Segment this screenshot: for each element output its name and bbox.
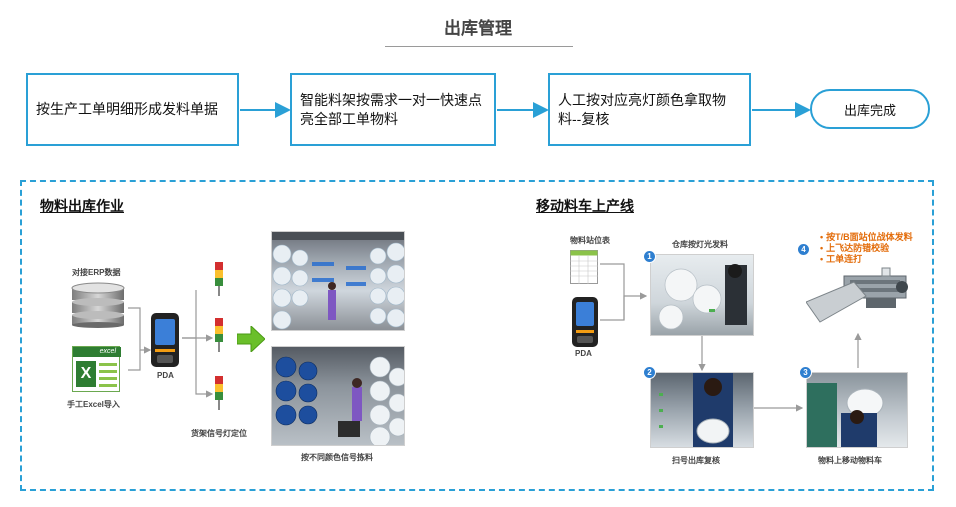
feeder-machine-icon: [806, 267, 908, 323]
station-label: 物料站位表: [570, 236, 610, 245]
step-badge-1: 1: [643, 250, 656, 263]
flow-step-complete: 出库完成: [810, 89, 930, 129]
source-connectors: [128, 290, 214, 398]
annotation-item: 工单连打: [820, 254, 913, 265]
photo-scan-check: [650, 372, 754, 448]
section-title-outbound: 物料出库作业: [40, 198, 124, 214]
pda-device-icon-right: [572, 297, 598, 347]
photo-cart-loading: [806, 372, 908, 448]
signal-tower-icons: [215, 262, 223, 410]
step3-label: 物料上移动物料车: [818, 456, 882, 465]
right-connectors: [600, 263, 862, 412]
warehouse-shelf-photo-bottom: [271, 346, 405, 446]
flow-step-manual-pick: 人工按对应亮灯颜色拿取物料--复核: [548, 73, 751, 146]
title-underline: [385, 46, 573, 47]
step-badge-4: 4: [797, 243, 810, 256]
page-title: 出库管理: [444, 19, 512, 38]
step-badge-3: 3: [799, 366, 812, 379]
excel-icon: excel X: [72, 346, 121, 392]
pda-label: PDA: [157, 371, 174, 380]
detail-panel: [20, 180, 934, 491]
warehouse-shelf-photo-top: [271, 231, 405, 331]
station-sheet-icon: [570, 250, 598, 284]
database-icon: [71, 282, 125, 328]
step1-label: 仓库按灯光发料: [672, 240, 728, 249]
photo-label: 按不同颜色信号拣料: [301, 453, 373, 462]
erp-label: 对接ERP数据: [72, 268, 121, 277]
pda-label-right: PDA: [575, 349, 592, 358]
feeder-annotations: 按T/B面站位战体发料 上飞达防错校验 工单连打: [820, 232, 913, 265]
green-arrow-icon: [237, 326, 265, 352]
pda-device-icon: [151, 313, 179, 367]
step-badge-2: 2: [643, 366, 656, 379]
photo-light-issue: [650, 254, 754, 336]
annotation-item: 按T/B面站位战体发料: [820, 232, 913, 243]
flow-step-light-shelf: 智能料架按需求一对一快速点亮全部工单物料: [290, 73, 496, 146]
excel-word: excel: [99, 348, 116, 355]
flow-step-create-order: 按生产工单明细形成发料单据: [26, 73, 239, 146]
signal-label: 货架信号灯定位: [191, 429, 247, 438]
flow-arrows: [240, 102, 811, 118]
step2-label: 扫号出库复核: [672, 456, 720, 465]
annotation-item: 上飞达防错校验: [820, 243, 913, 254]
section-title-mobile-cart: 移动料车上产线: [536, 198, 634, 214]
excel-label: 手工Excel导入: [67, 400, 120, 409]
